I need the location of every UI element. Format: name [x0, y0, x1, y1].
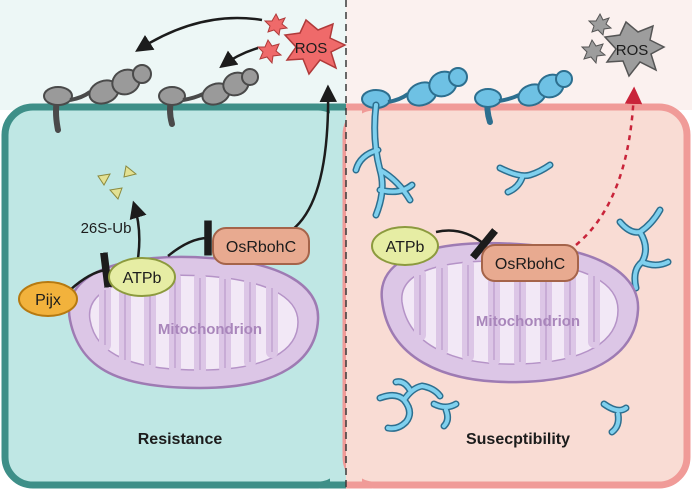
pijx-label: Pijx: [35, 292, 61, 309]
pijx-inhibition-line: [69, 252, 112, 291]
ros-arrow-to-spore-2: [219, 46, 259, 69]
spore-grey-left-2: [158, 68, 259, 127]
degradation-label: 26S-Ub: [81, 220, 132, 237]
atp-node-right: [371, 226, 439, 266]
atp-inhibition-line-left: [167, 220, 212, 257]
rboh-to-ros-dashed-arrow: [575, 86, 643, 246]
hyphae-blue: [354, 103, 670, 434]
ros-burst-right: [580, 12, 666, 78]
rboh-node-left: [212, 227, 310, 265]
ros-burst-left: [256, 12, 347, 76]
resistance-label: Resistance: [138, 431, 223, 448]
susceptibility-label: Susecptibility: [466, 431, 570, 448]
atp-label-left: ATPb: [123, 270, 162, 287]
ros-label-right: ROS: [616, 42, 649, 59]
mitochondrion-label-left: Mitochondrion: [158, 321, 262, 338]
rboh-label-left: OsRbohC: [226, 239, 296, 256]
rboh-node-right: [481, 244, 579, 282]
pijx-node: [18, 281, 78, 317]
rboh-to-ros-arrow: [291, 84, 337, 231]
atp-inhibition-line-right: [435, 228, 498, 260]
ros-arrow-to-spore-1: [135, 16, 263, 52]
spore-blue-right-1: [361, 67, 468, 109]
spore-grey-left-1: [43, 64, 152, 133]
atp-node-left: [108, 257, 176, 297]
atp-to-degradation-arrow: [129, 200, 147, 259]
degradation-fragments: [97, 165, 138, 200]
atp-label-right: ATPb: [386, 239, 425, 256]
spore-blue-right-2: [474, 70, 573, 125]
mitochondrion-label-right: Mitochondrion: [476, 313, 580, 330]
rboh-label-right: OsRbohC: [495, 256, 565, 273]
ros-label-left: ROS: [295, 40, 328, 57]
